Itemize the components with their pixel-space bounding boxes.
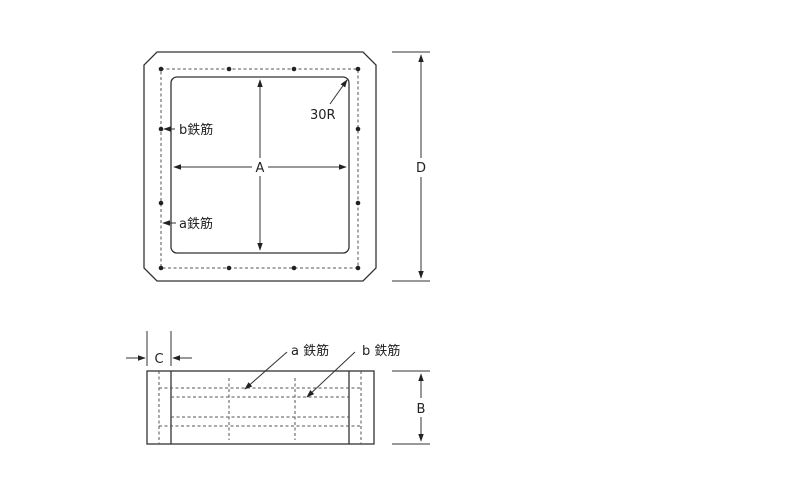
section-rebar-b-label: b 鉄筋: [362, 343, 400, 359]
section-rebar-dashed-lines: [158, 371, 362, 444]
rebar-a-label: a鉄筋: [179, 216, 213, 232]
section-rebar-b-leader: [306, 351, 356, 398]
plan-view: A 30R b鉄筋 a鉄筋 D: [143, 51, 430, 282]
plan-inner-opening: [170, 76, 350, 254]
section-rebar-a-leader: [244, 351, 288, 390]
plan-outer-outline: [143, 51, 377, 282]
dimension-d-label: D: [416, 161, 426, 176]
dimension-c-label: C: [154, 352, 163, 367]
dimension-b-label: B: [417, 402, 426, 417]
corner-radius-leader: [329, 79, 348, 105]
plan-rebar-dots: [158, 66, 361, 271]
rebar-b-label: b鉄筋: [179, 122, 213, 138]
section-rebar-a-label: a 鉄筋: [291, 343, 329, 359]
corner-radius-label: 30R: [310, 108, 336, 123]
section-view: a 鉄筋 b 鉄筋 C B: [126, 331, 430, 445]
dimension-a-label: A: [256, 161, 265, 176]
section-outer-outline: [146, 370, 375, 445]
